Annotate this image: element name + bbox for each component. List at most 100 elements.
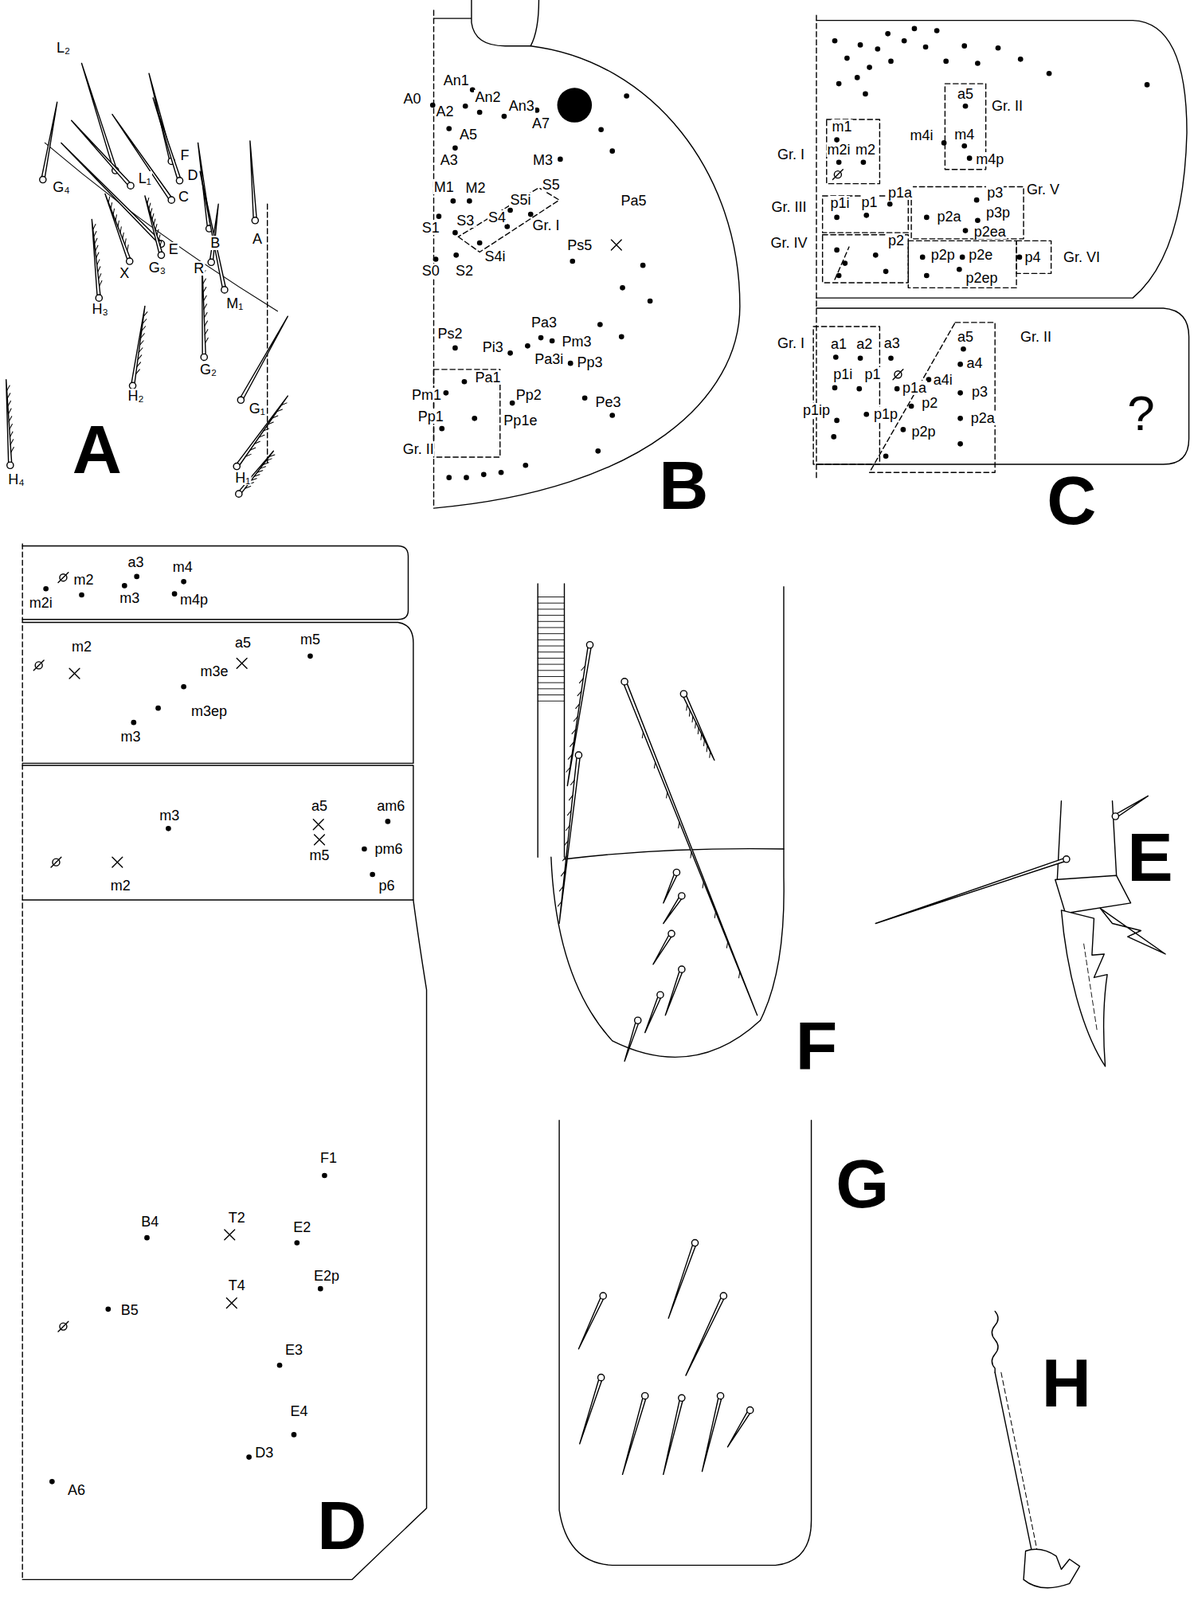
chaeta-label: E3 xyxy=(284,1342,304,1358)
chaeta-dot xyxy=(1046,70,1053,77)
chaeta-dot xyxy=(833,247,840,254)
chaeta-dot xyxy=(452,230,459,236)
chaeta-dot xyxy=(832,38,838,44)
long-seta xyxy=(44,142,278,311)
chaeta-label: F xyxy=(179,148,190,163)
chaeta-dot xyxy=(883,269,889,275)
chaeta-dot xyxy=(461,379,468,385)
chaeta-dot xyxy=(522,462,529,469)
chaeta-label: m2i xyxy=(28,595,54,611)
chaeta-dot xyxy=(569,258,576,265)
chaeta-dot xyxy=(131,720,138,726)
chaeta-dot xyxy=(155,705,161,712)
chaeta-label: p4 xyxy=(1024,250,1042,265)
chaeta-dot xyxy=(450,198,457,204)
chaeta-dot xyxy=(433,256,439,263)
chaeta-label: m3e xyxy=(199,664,230,679)
chaeta-label: Pp1e xyxy=(502,413,538,428)
panel-letter: F xyxy=(795,1018,838,1074)
chaeta-label: p2a xyxy=(935,209,962,224)
chaeta-label: m2 xyxy=(854,142,877,157)
chaeta-dot xyxy=(49,1479,55,1485)
chaeta-dot xyxy=(866,64,873,71)
chaeta-dot xyxy=(453,252,459,259)
chaeta-label: a3 xyxy=(126,555,145,570)
tibiotarsus-outline xyxy=(1056,801,1116,881)
chaeta-label: E4 xyxy=(289,1404,309,1419)
antennal-base xyxy=(434,0,540,47)
chaeta-dot xyxy=(974,197,980,204)
seta-socket xyxy=(673,869,680,876)
chaeta-dot xyxy=(582,395,588,401)
chaeta-dot xyxy=(436,213,443,220)
dens-bar xyxy=(537,583,564,858)
chaeta-label: m2 xyxy=(109,878,132,893)
chaeta-dot xyxy=(963,103,969,110)
chaeta-label: B4 xyxy=(140,1214,160,1230)
chaeta-dot xyxy=(446,474,452,481)
chaeta-dot xyxy=(974,60,981,67)
chaeta-dot xyxy=(595,448,601,455)
chaeta-dot xyxy=(361,846,368,853)
eye-spot xyxy=(557,87,593,123)
chaeta-label: A0 xyxy=(403,91,423,106)
unguiculus xyxy=(1100,908,1166,955)
absent-chaeta-cross xyxy=(610,239,622,251)
seta xyxy=(645,994,662,1033)
chaeta-label: m5 xyxy=(299,632,322,647)
chaeta-label: Pe3 xyxy=(595,395,623,410)
chaeta-label: p2e xyxy=(967,247,994,263)
chaeta-dot xyxy=(934,27,940,34)
chaeta-dot xyxy=(1144,82,1151,88)
pseudopore-slash xyxy=(892,369,904,380)
group-box xyxy=(869,322,996,473)
seta xyxy=(235,395,289,468)
chaeta-label: Gr. V xyxy=(1025,182,1061,197)
segment-outline xyxy=(22,765,414,901)
chaeta-label: Gr. II xyxy=(402,442,435,457)
chaeta-dot xyxy=(833,418,840,424)
pseudopore-slash xyxy=(58,572,69,584)
chaeta-label: Pa1 xyxy=(473,370,502,385)
chaeta-dot xyxy=(874,46,881,52)
seta-socket xyxy=(1111,813,1119,820)
chaeta-dot xyxy=(452,144,459,151)
chaeta-dot xyxy=(957,441,964,447)
chaeta-dot xyxy=(857,42,864,48)
chaeta-label: Pa5 xyxy=(620,193,648,208)
chaeta-dot xyxy=(576,91,583,98)
chaeta-dot xyxy=(995,45,1002,51)
chaeta-label: H₄ xyxy=(7,472,25,487)
chaeta-label: Pi3 xyxy=(481,340,505,355)
chaeta-label: a5 xyxy=(310,798,329,814)
chaeta-label: Gr. III xyxy=(770,199,807,215)
seta xyxy=(701,1395,722,1472)
seta xyxy=(875,857,1067,924)
chaeta-dot xyxy=(836,159,842,165)
chaeta-dot xyxy=(477,240,483,247)
midline xyxy=(21,544,23,1580)
seta-socket xyxy=(678,966,686,973)
chaeta-dot xyxy=(960,346,967,353)
seta-cilia xyxy=(108,196,129,251)
group-box xyxy=(813,326,880,465)
chaeta-label: S0 xyxy=(421,263,441,278)
chaeta-label: Pp1 xyxy=(417,409,445,424)
seta xyxy=(622,681,757,1016)
chaeta-label: Pa3 xyxy=(530,315,558,330)
chaeta-dot xyxy=(957,415,964,422)
chaeta-dot xyxy=(908,403,915,410)
seta xyxy=(239,316,289,401)
chaeta-dot xyxy=(923,273,930,279)
seta-socket xyxy=(575,751,582,759)
chaeta-label: A6 xyxy=(66,1483,87,1498)
chaeta-label: Gr. II xyxy=(1019,329,1053,345)
seta xyxy=(685,1295,725,1376)
seta xyxy=(663,1397,684,1476)
chaeta-label: p3p xyxy=(985,205,1011,220)
chaeta-dot xyxy=(477,109,483,116)
chaeta-label: R xyxy=(192,261,205,276)
chaeta-dot xyxy=(966,155,973,161)
chaeta-dot xyxy=(598,126,604,133)
chaeta-dot xyxy=(291,1432,298,1438)
